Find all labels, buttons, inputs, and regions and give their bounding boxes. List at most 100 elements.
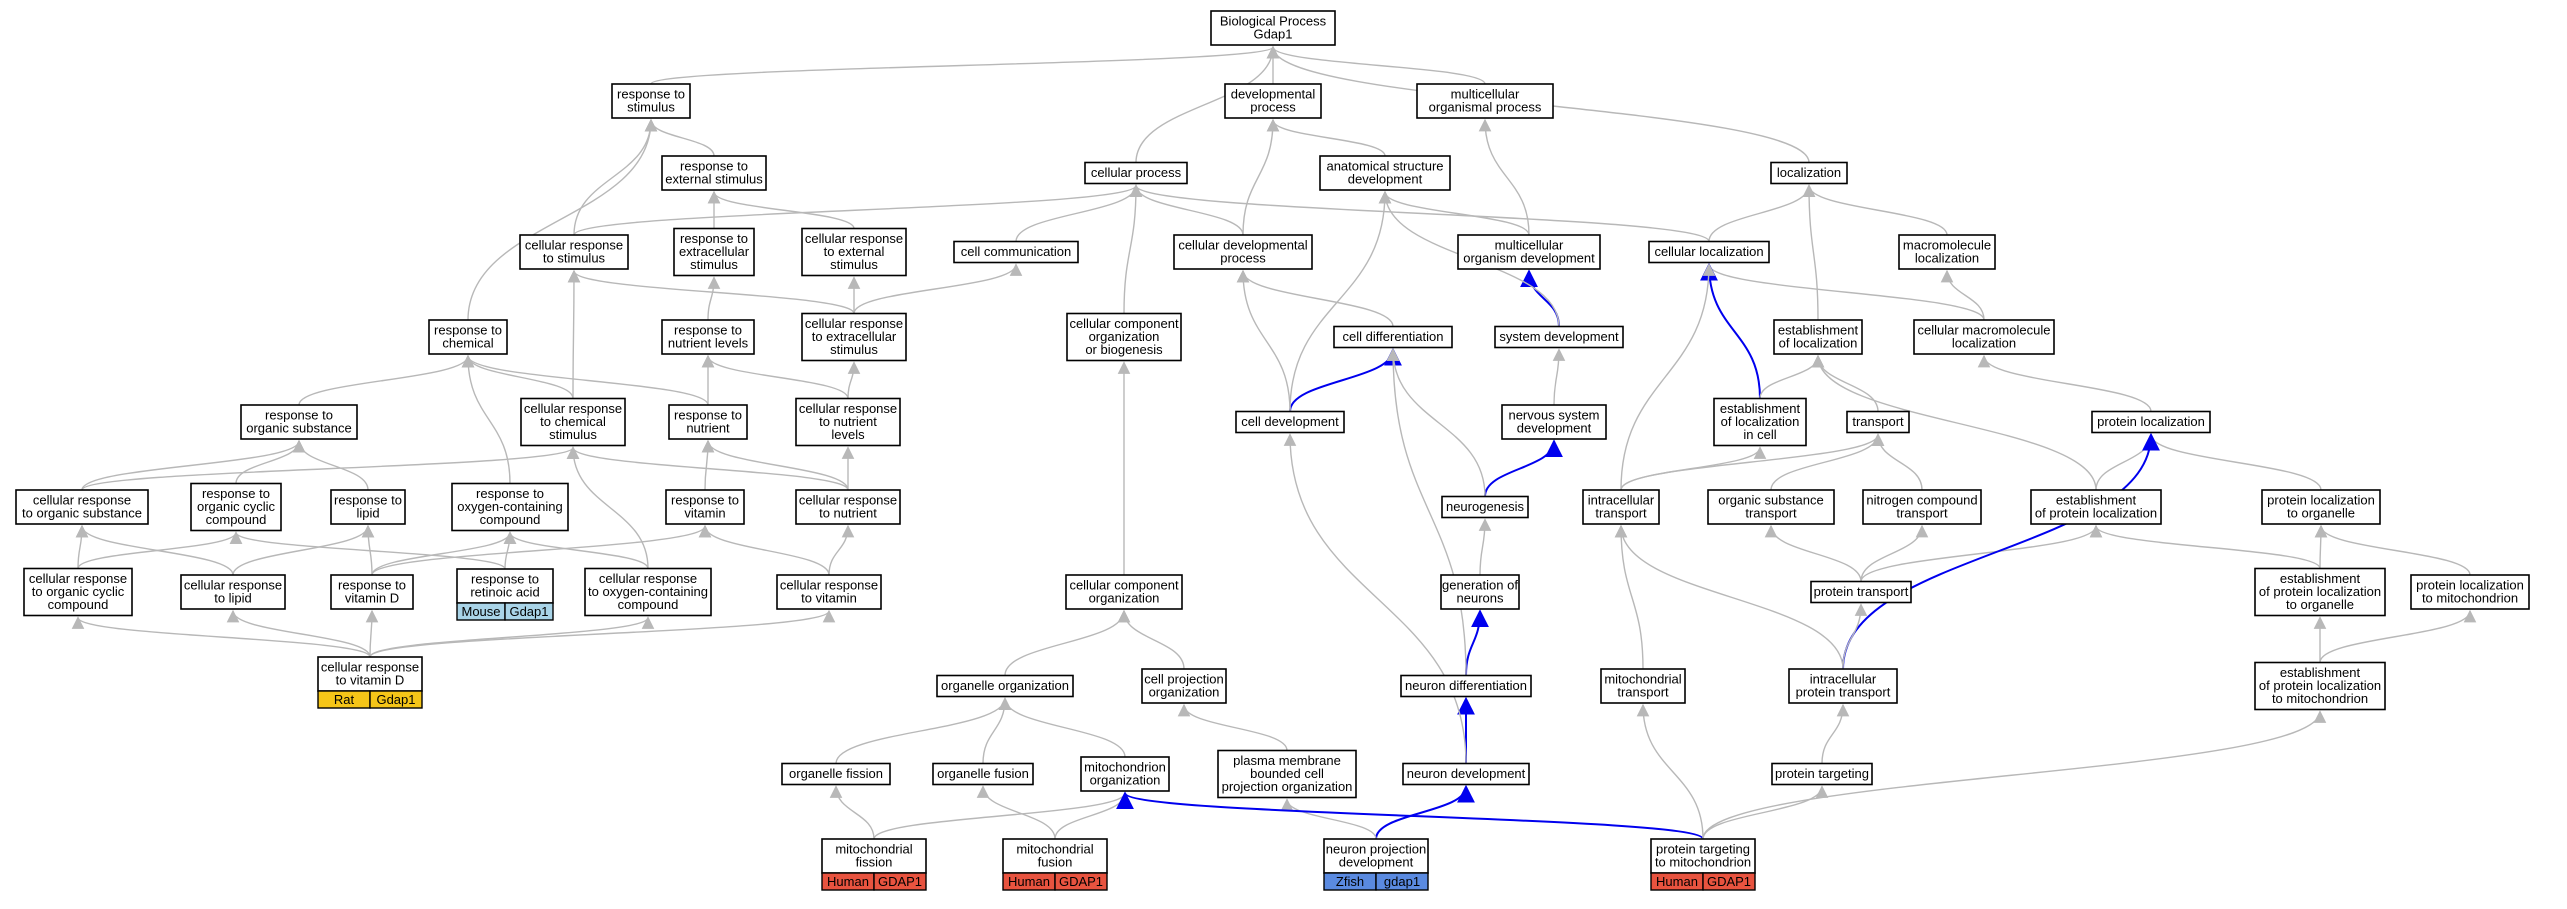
go-term-protein-localization[interactable]: protein localization [2091, 410, 2211, 434]
go-term-system-development[interactable]: system development [1494, 325, 1624, 349]
term-box [661, 155, 767, 191]
go-term-cellular-localization[interactable]: cellular localization [1648, 240, 1770, 264]
go-term-organelle-fusion[interactable]: organelle fusion [932, 762, 1034, 786]
edge-response_stimulus-to-bio_process [650, 45, 1279, 85]
edge-response_nutrient_levels-to-response_extracellular_stimulus [707, 276, 721, 321]
go-term-organelle-fission[interactable]: organelle fission [781, 762, 891, 786]
term-label-line: organelle fusion [937, 766, 1029, 781]
go-term-cell-differentiation[interactable]: cell differentiation [1333, 325, 1453, 349]
go-term-cell-communication[interactable]: cell communication [953, 240, 1079, 264]
term-box [190, 482, 282, 532]
term-label-line: anatomical structure [1326, 159, 1443, 174]
term-box [1141, 668, 1227, 704]
term-label-line: organelle fission [789, 766, 883, 781]
edge-layer [71, 45, 2477, 840]
go-term-localization[interactable]: localization [1770, 161, 1848, 185]
go-term-organelle-organization[interactable]: organelle organization [936, 674, 1074, 698]
term-label-line: response to [476, 486, 544, 501]
go-term-protein-transport[interactable]: protein transport [1810, 580, 1912, 604]
edge-nitrogen_compound_transport-to-transport [1871, 433, 1923, 491]
edge-neuron_differentiation-to-generation_of_neurons [1465, 609, 1489, 676]
edge-cellular_response_oxygen_containing_compound-to-cellular_response_chemical_stimulus [566, 446, 649, 569]
go-term-cellular-process[interactable]: cellular process [1084, 161, 1188, 185]
go-term-neuron-development[interactable]: neuron development [1402, 762, 1530, 786]
term-box [1333, 325, 1453, 349]
go-term-neurogenesis[interactable]: neurogenesis [1441, 495, 1529, 519]
go-term-protein-targeting[interactable]: protein targeting [1771, 762, 1873, 786]
go-term-neuron-differentiation[interactable]: neuron differentiation [1400, 674, 1532, 698]
term-box [611, 83, 691, 119]
go-term-transport[interactable]: transport [1846, 410, 1910, 434]
term-label-line: stimulus [830, 342, 878, 357]
term-box [661, 319, 755, 355]
term-label-line: cellular component [1069, 316, 1179, 331]
edge-cellular_developmental_process-to-developmental_process [1242, 118, 1280, 236]
term-label-line: to vitamin [801, 591, 857, 606]
term-box [673, 227, 755, 277]
edge-mitochondrial_transport-to-intracellular_transport [1614, 524, 1644, 670]
term-label-line: establishment [2056, 493, 2137, 508]
go-term-cell-development[interactable]: cell development [1235, 410, 1345, 434]
term-box [1066, 312, 1182, 362]
term-label-line: compound [480, 512, 541, 527]
edge-neuron_development-to-cell_development [1283, 433, 1467, 764]
edge-response_nutrient-to-response_chemical [461, 354, 709, 406]
